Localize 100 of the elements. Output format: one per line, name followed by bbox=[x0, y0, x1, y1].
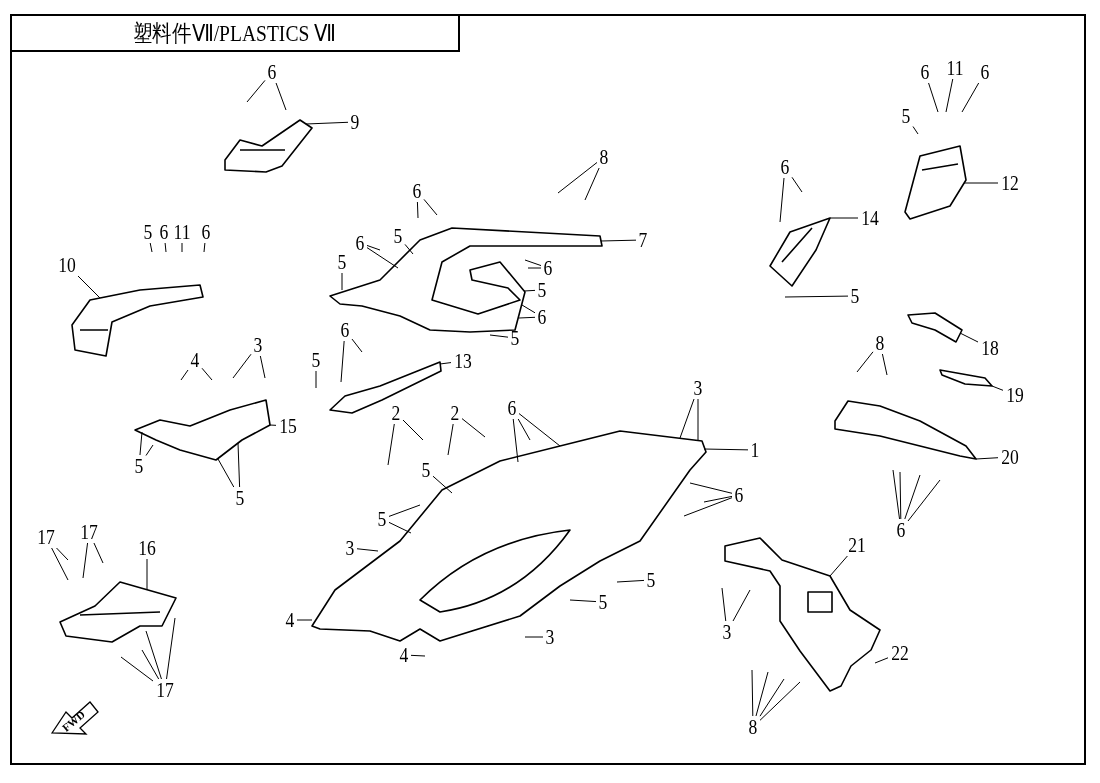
leader-line bbox=[517, 418, 531, 441]
callout-number: 5 bbox=[646, 569, 656, 591]
callout-number: 3 bbox=[253, 334, 263, 356]
leader-line bbox=[149, 242, 153, 253]
callout-number: 5 bbox=[393, 225, 403, 247]
leader-line bbox=[366, 247, 399, 269]
leader-line bbox=[404, 243, 414, 255]
callout-number: 6 bbox=[780, 156, 790, 178]
callout-number: 6 bbox=[920, 61, 930, 83]
leader-line bbox=[432, 475, 453, 494]
leader-line bbox=[120, 656, 154, 682]
callout-number: 13 bbox=[454, 350, 472, 372]
callout-number: 6 bbox=[340, 319, 350, 341]
leader-line bbox=[201, 367, 213, 381]
leader-line bbox=[388, 521, 412, 534]
callout-number: 6 bbox=[537, 306, 547, 328]
callout-number: 9 bbox=[350, 111, 360, 133]
leader-line bbox=[703, 448, 749, 451]
leader-line bbox=[366, 244, 381, 251]
callout-number: 5 bbox=[598, 591, 608, 613]
leader-line bbox=[51, 547, 69, 581]
leader-line bbox=[961, 82, 980, 113]
leader-line bbox=[388, 504, 421, 517]
callout-number: 5 bbox=[537, 279, 547, 301]
leader-line bbox=[203, 242, 206, 253]
leader-line bbox=[975, 457, 999, 460]
callout-number: 5 bbox=[377, 508, 387, 530]
callout-number: 5 bbox=[901, 105, 911, 127]
leader-line bbox=[416, 201, 419, 219]
leader-line bbox=[829, 217, 859, 219]
callout-number: 1 bbox=[750, 439, 760, 461]
leader-line bbox=[351, 338, 363, 353]
callout-number: 10 bbox=[58, 254, 76, 276]
callout-number: 20 bbox=[1001, 446, 1019, 468]
leader-line bbox=[518, 316, 536, 319]
callout-number: 6 bbox=[507, 397, 517, 419]
leader-line bbox=[899, 471, 902, 520]
leader-line bbox=[732, 589, 751, 622]
leader-line bbox=[181, 242, 183, 253]
leader-line bbox=[296, 619, 313, 621]
leader-line bbox=[275, 82, 287, 111]
bracket-drawing bbox=[769, 217, 831, 287]
leader-line bbox=[146, 558, 148, 591]
leader-line bbox=[410, 654, 426, 657]
leader-line bbox=[447, 423, 454, 456]
callout-number: 4 bbox=[399, 644, 409, 666]
callout-number: 8 bbox=[599, 146, 609, 168]
callout-number: 6 bbox=[201, 221, 211, 243]
callout-number: 3 bbox=[693, 377, 703, 399]
leader-line bbox=[527, 267, 542, 269]
leader-line bbox=[874, 657, 889, 664]
leader-line bbox=[521, 304, 536, 314]
callout-number: 5 bbox=[337, 251, 347, 273]
callout-number: 5 bbox=[510, 327, 520, 349]
leader-line bbox=[166, 617, 176, 680]
leader-line bbox=[759, 678, 785, 717]
leader-line bbox=[679, 398, 695, 439]
callout-number: 18 bbox=[981, 337, 999, 359]
trim-piece-drawing bbox=[907, 312, 963, 343]
leader-line bbox=[904, 474, 921, 520]
leader-line bbox=[141, 649, 160, 680]
leader-line bbox=[759, 681, 801, 721]
callout-number: 8 bbox=[748, 716, 758, 738]
leader-line bbox=[697, 398, 699, 442]
leader-line bbox=[518, 413, 561, 447]
rear-fender-drawing bbox=[834, 400, 977, 460]
callout-number: 19 bbox=[1006, 384, 1024, 406]
callout-number: 22 bbox=[891, 642, 909, 664]
callout-number: 6 bbox=[355, 232, 365, 254]
leader-line bbox=[217, 458, 235, 488]
leader-line bbox=[77, 275, 101, 299]
callout-number: 5 bbox=[850, 285, 860, 307]
callout-number: 21 bbox=[848, 534, 866, 556]
callout-number: 5 bbox=[134, 455, 144, 477]
callout-number: 4 bbox=[285, 609, 295, 631]
leader-line bbox=[703, 495, 733, 503]
callout-number: 15 bbox=[279, 415, 297, 437]
leader-line bbox=[524, 636, 544, 638]
callout-number: 7 bbox=[638, 229, 648, 251]
leader-line bbox=[791, 176, 803, 193]
leader-line bbox=[856, 351, 874, 373]
callout-number: 6 bbox=[980, 61, 990, 83]
leader-line bbox=[269, 424, 277, 426]
leader-line bbox=[56, 547, 69, 561]
leader-line bbox=[557, 162, 598, 194]
tail-cover-drawing bbox=[904, 145, 967, 220]
leader-line bbox=[945, 78, 954, 113]
callout-number: 17 bbox=[156, 679, 174, 701]
leader-line bbox=[523, 289, 536, 292]
leader-line bbox=[139, 431, 143, 456]
callout-number: 16 bbox=[138, 537, 156, 559]
callout-number: 5 bbox=[143, 221, 153, 243]
leader-line bbox=[584, 167, 600, 201]
callout-number: 6 bbox=[896, 519, 906, 541]
leader-line bbox=[616, 579, 645, 583]
callout-number: 5 bbox=[235, 487, 245, 509]
callout-number: 12 bbox=[1001, 172, 1019, 194]
leader-line bbox=[784, 295, 849, 298]
leader-line bbox=[907, 479, 941, 522]
callout-number: 3 bbox=[345, 537, 355, 559]
